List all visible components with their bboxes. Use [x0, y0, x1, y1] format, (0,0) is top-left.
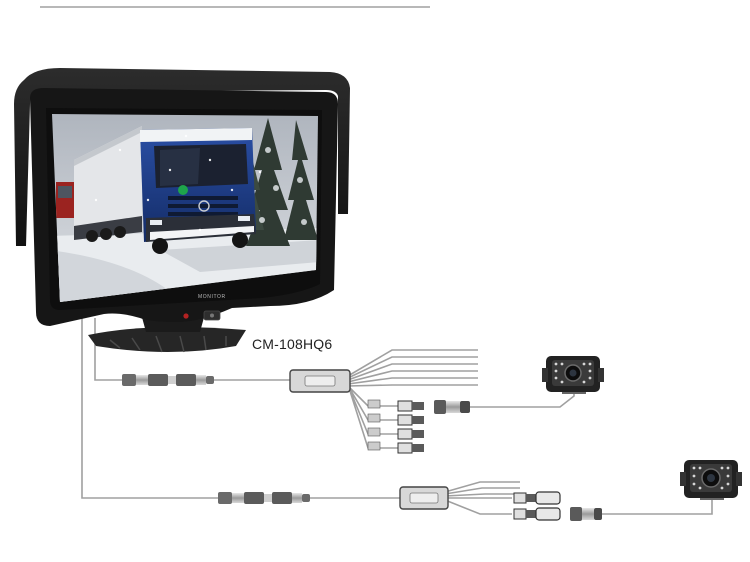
cables — [40, 6, 713, 515]
model-label: CM-108HQ6 — [252, 336, 333, 352]
monitor-screen — [52, 114, 318, 302]
monitor-bezel-label: MONITOR — [198, 294, 226, 300]
cable-2-branches — [444, 481, 520, 497]
monitor: MONITOR — [14, 68, 350, 326]
cable-1-branches — [347, 349, 478, 387]
camera-bottom-plug — [570, 507, 602, 521]
splitter-box-2 — [399, 486, 449, 510]
inline-connector-1 — [122, 374, 214, 386]
cable-2-av-branches — [444, 497, 512, 515]
cable-2-main — [81, 318, 220, 499]
rca-plugs-1 — [367, 399, 424, 454]
camera-top-plug — [434, 400, 470, 414]
sunshade — [14, 68, 350, 246]
camera-top-cable — [470, 392, 575, 408]
inline-connector-2 — [218, 492, 310, 504]
camera-bottom — [680, 460, 742, 500]
splitter-box-1 — [289, 369, 351, 393]
camera-top — [542, 356, 604, 394]
rca-plugs-2 — [513, 491, 561, 521]
monitor-power-button[interactable] — [183, 313, 189, 319]
camera-bottom-cable — [600, 500, 713, 515]
